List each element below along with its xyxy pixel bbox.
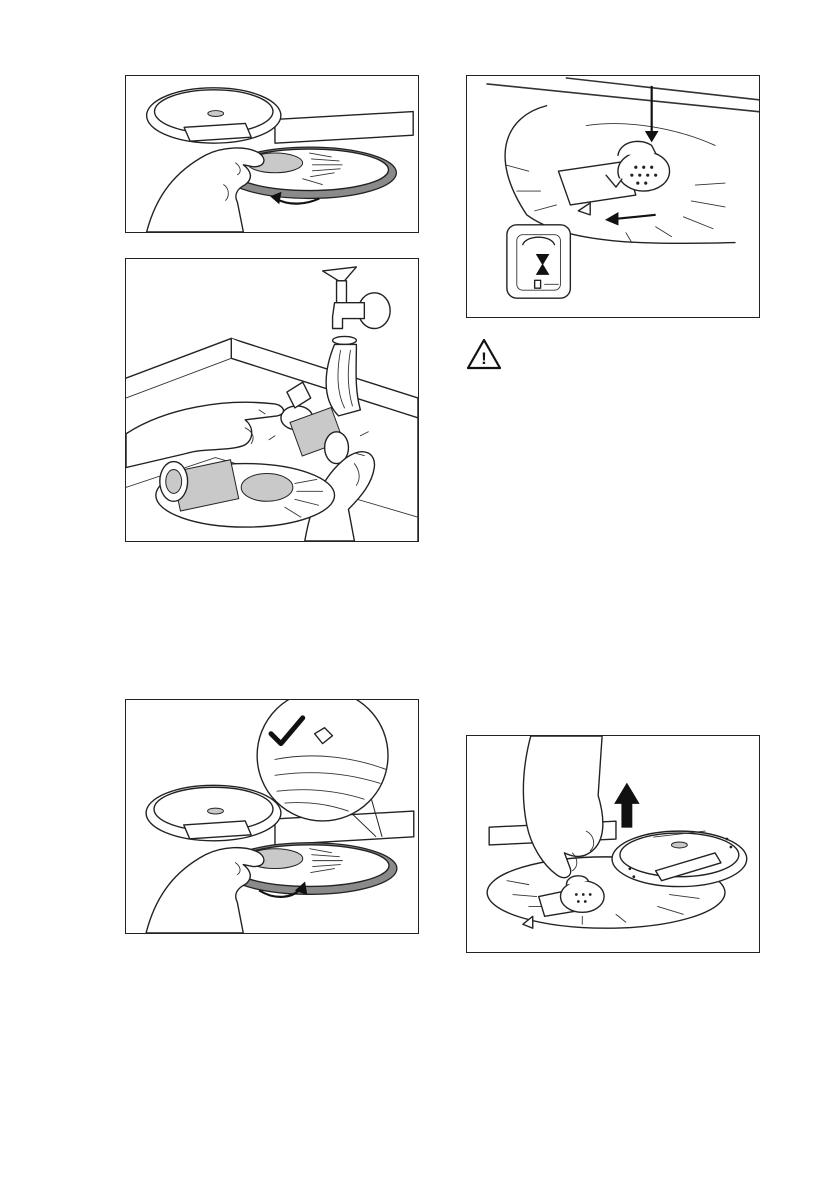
illustration-insert-filter (467, 76, 759, 317)
hand-icon (523, 736, 603, 878)
turn-arrow-icon (275, 198, 319, 203)
illustration-rinse-filters (126, 259, 418, 541)
hand-icon (146, 848, 264, 933)
figure-remove-filter-cover (125, 75, 419, 233)
up-arrow-icon (622, 801, 632, 827)
spray-arm-icon (275, 112, 413, 144)
figure-pull-filter-up (466, 735, 760, 953)
figure-insert-filter (466, 75, 760, 318)
illustration-filter-cover-turn (126, 76, 418, 232)
warning-triangle-icon: ! (466, 338, 502, 370)
figure-rinse-filters (125, 258, 419, 542)
figure-refit-filter-cover (125, 699, 419, 934)
water-tap-icon (323, 267, 357, 281)
illustration-pull-filter (467, 736, 759, 952)
illustration-filter-cover-refit (126, 700, 418, 933)
warning-symbol: ! (481, 349, 487, 368)
